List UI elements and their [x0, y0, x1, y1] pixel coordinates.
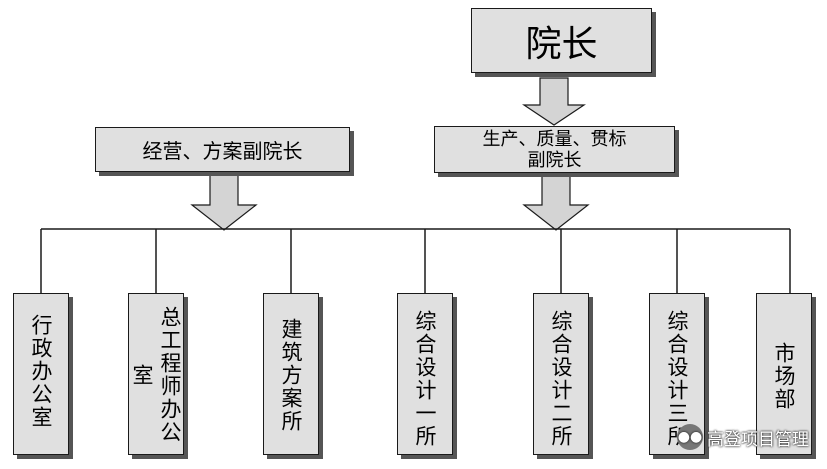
department-marketing: 市场部: [756, 293, 812, 455]
production-vp-box: 生产、质量、贯标 副院长: [434, 126, 675, 173]
president-box: 院长: [471, 8, 652, 73]
department-design-office-1: 综合设计一所: [397, 293, 453, 455]
watermark-text: 高登项目管理: [707, 429, 809, 450]
department-design-office-2: 综合设计二所: [533, 293, 589, 455]
production-vp-label-line2: 副院长: [527, 149, 582, 171]
arrow-production-vp-down: [522, 171, 590, 231]
wechat-icon: ●●: [677, 424, 703, 450]
arrow-president-to-production-vp: [522, 77, 586, 126]
department-chief-engineer-office: 总工程师办公室: [128, 293, 184, 455]
department-admin-office: 行政办公室: [13, 293, 69, 455]
production-vp-label-line1: 生产、质量、贯标: [482, 128, 627, 150]
watermark: ●● 高登项目管理: [677, 424, 809, 450]
arrow-business-vp-down: [190, 170, 258, 231]
business-vp-box: 经营、方案副院长: [95, 127, 350, 172]
president-label: 院长: [525, 23, 598, 65]
department-architecture-design: 建筑方案所: [263, 293, 319, 455]
business-vp-label: 经营、方案副院长: [142, 139, 303, 163]
